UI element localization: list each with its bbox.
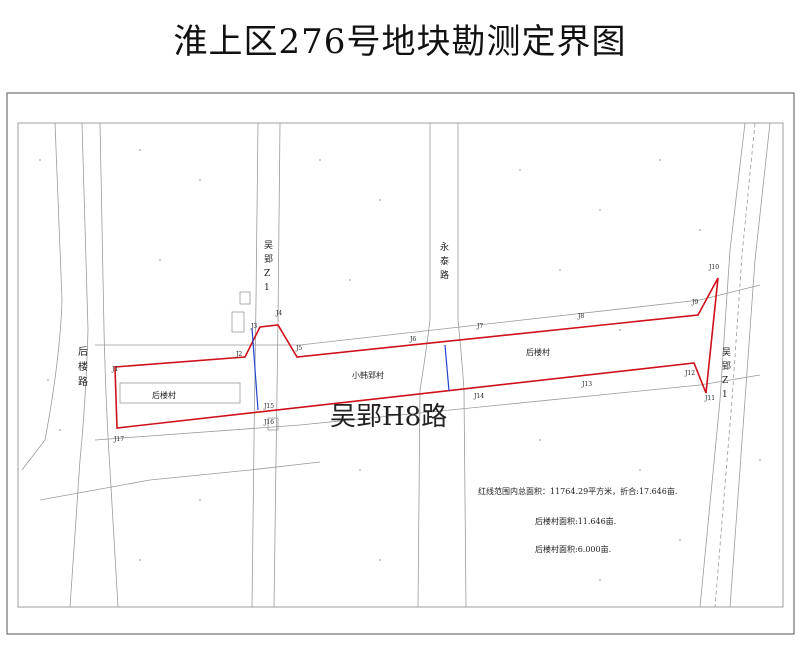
point-label: J6 (409, 336, 416, 343)
inner-frame (17, 122, 784, 608)
point-label: J7 (476, 323, 483, 330)
point-label: J1 (111, 366, 118, 373)
road-label-right-1: 吴 (722, 347, 731, 358)
point-label: J12 (684, 370, 695, 377)
main-road-label: 吴郢H8路 (330, 402, 447, 432)
road-label-left-3: 路 (78, 375, 88, 388)
note-total-area: 红线范围内总面积：11764.29平方米，折合:17.646亩. (478, 486, 677, 496)
point-label: J8 (577, 313, 584, 320)
road-label-right-2: 郢 (722, 361, 731, 372)
road-label-mid-left: 吴 郢 Z 1 (264, 240, 276, 293)
road-label-mid-right-3: 路 (440, 269, 449, 281)
road-label-mid-left-3: Z (264, 269, 270, 279)
note-area-1: 后楼村面积:11.646亩. (535, 516, 616, 526)
road-label-mid-right: 永 泰 路 (440, 241, 452, 281)
point-label: J15 (263, 403, 274, 410)
road-label-mid-left-2: 郢 (264, 254, 273, 265)
outer-frame (6, 92, 795, 635)
survey-dots (39, 149, 761, 581)
map-title: 淮上区276号地块勘测定界图 (173, 22, 627, 62)
note-area-2: 后楼村面积:6.000亩. (535, 544, 611, 554)
point-label: J14 (473, 393, 484, 400)
point-label: J5 (295, 345, 302, 352)
road-label-mid-right-1: 永 (440, 241, 449, 253)
village-label-west: 后楼村 (152, 390, 176, 400)
road-label-left-2: 楼 (78, 360, 88, 373)
point-label: J3 (250, 323, 257, 330)
road-label-mid-left-1: 吴 (264, 240, 273, 251)
point-label: J13 (581, 381, 592, 388)
point-label: J11 (704, 395, 715, 402)
road-label-left: 后 楼 路 (78, 346, 91, 388)
divider-line-west (251, 327, 259, 411)
point-label: J10 (708, 264, 719, 271)
village-label-east: 后楼村 (526, 347, 550, 357)
point-label: J16 (263, 419, 274, 426)
road-label-right-4: 1 (722, 390, 728, 400)
village-label-middle: 小韩郢村 (352, 370, 384, 380)
road-label-mid-right-2: 泰 (440, 255, 449, 267)
road-label-left-1: 后 (78, 346, 88, 358)
road-label-right: 吴 郢 Z 1 (722, 347, 734, 400)
boundary-line (114, 277, 719, 429)
road-label-mid-left-4: 1 (264, 283, 270, 293)
point-label: J17 (113, 436, 124, 443)
divider-line-east (444, 344, 450, 392)
point-label: J9 (691, 299, 698, 306)
point-labels: J1 J2 J3 J4 J5 J6 J7 J8 J9 J10 J11 J12 J… (111, 264, 719, 443)
point-label: J2 (235, 351, 242, 358)
road-label-right-3: Z (722, 376, 728, 386)
point-label: J4 (275, 310, 282, 317)
